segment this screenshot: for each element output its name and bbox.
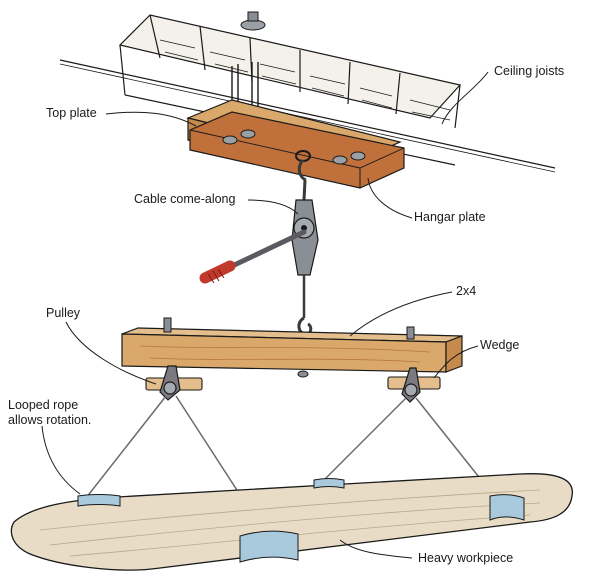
nut-washer <box>240 11 266 31</box>
label-pulley: Pulley <box>46 306 81 320</box>
label-top-plate: Top plate <box>46 106 97 120</box>
hangar-plate <box>189 111 405 189</box>
two-by-four-beam <box>121 317 463 378</box>
label-2x4: 2x4 <box>456 284 477 298</box>
bolt-heads <box>222 129 366 165</box>
straps <box>77 478 525 563</box>
label-wedge: Wedge <box>480 338 520 352</box>
label-ceiling-joists: Ceiling joists <box>494 64 565 78</box>
heavy-workpiece <box>10 473 573 571</box>
cable-come-along <box>199 159 319 336</box>
label-cable-come-along: Cable come-along <box>134 192 236 206</box>
leader-lines <box>41 71 489 559</box>
pulleys <box>159 365 421 403</box>
label-hangar-plate: Hangar plate <box>414 210 486 224</box>
wedges <box>145 376 441 391</box>
label-looped-rope-line1: Looped rope <box>8 398 79 412</box>
label-heavy-workpiece: Heavy workpiece <box>418 551 514 565</box>
label-looped-rope-line2: allows rotation. <box>8 413 92 427</box>
